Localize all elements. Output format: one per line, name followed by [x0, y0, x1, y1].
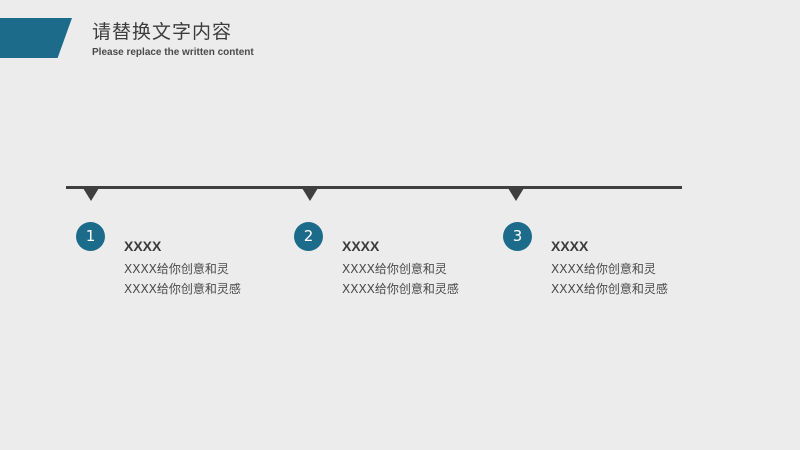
step-number-circle-3: 3 [503, 222, 532, 251]
step-heading-1: XXXX [124, 238, 162, 254]
step-description-3-line-1: XXXX给你创意和灵 [551, 262, 656, 276]
timeline-marker-2 [302, 188, 318, 201]
step-heading-2: XXXX [342, 238, 380, 254]
step-description-1-line-2: XXXX给你创意和灵感 [124, 282, 241, 296]
timeline-marker-3 [508, 188, 524, 201]
step-description-2-line-1: XXXX给你创意和灵 [342, 262, 447, 276]
step-number-circle-2: 2 [294, 222, 323, 251]
step-number-circle-1: 1 [76, 222, 105, 251]
step-description-3-line-2: XXXX给你创意和灵感 [551, 282, 668, 296]
corner-accent-tab [0, 18, 72, 58]
step-description-1-line-1: XXXX给你创意和灵 [124, 262, 229, 276]
slide-title: 请替换文字内容 [92, 21, 233, 43]
step-heading-3: XXXX [551, 238, 589, 254]
step-description-2-line-2: XXXX给你创意和灵感 [342, 282, 459, 296]
slide-subtitle: Please replace the written content [92, 47, 254, 58]
timeline-marker-1 [83, 188, 99, 201]
timeline-line [66, 186, 682, 189]
